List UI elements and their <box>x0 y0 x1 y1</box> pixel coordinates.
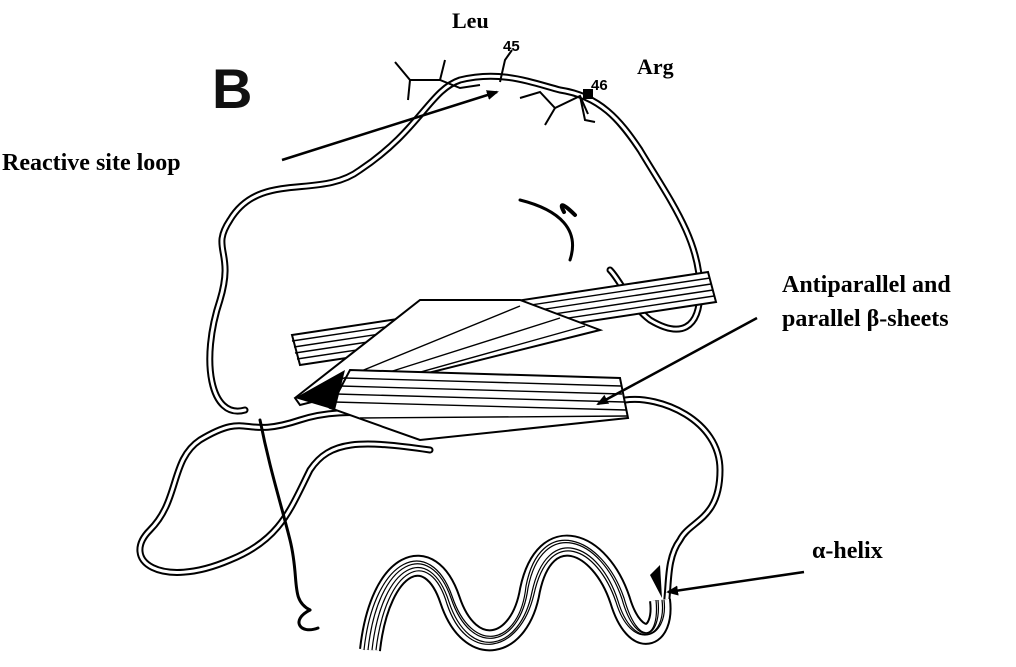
residue-arg-label: Arg <box>637 54 674 80</box>
panel-letter: B <box>212 56 252 121</box>
reactive-site-loop-label: Reactive site loop <box>2 150 181 177</box>
residue-46-number: 46 <box>591 77 608 94</box>
residue-leu-label: Leu <box>452 8 489 34</box>
alpha-helix-label: α-helix <box>812 538 883 565</box>
alpha-helix-arrow <box>668 572 804 592</box>
beta-sheets-label: Antiparallel and parallel β-sheets <box>782 268 951 336</box>
beta-sheets-label-line2: parallel β-sheets <box>782 302 951 336</box>
residue-45-number: 45 <box>503 38 520 55</box>
beta-sheet-strands <box>292 272 716 440</box>
alpha-helix-ribbon <box>364 540 664 650</box>
beta-sheets-label-line1: Antiparallel and <box>782 268 951 302</box>
